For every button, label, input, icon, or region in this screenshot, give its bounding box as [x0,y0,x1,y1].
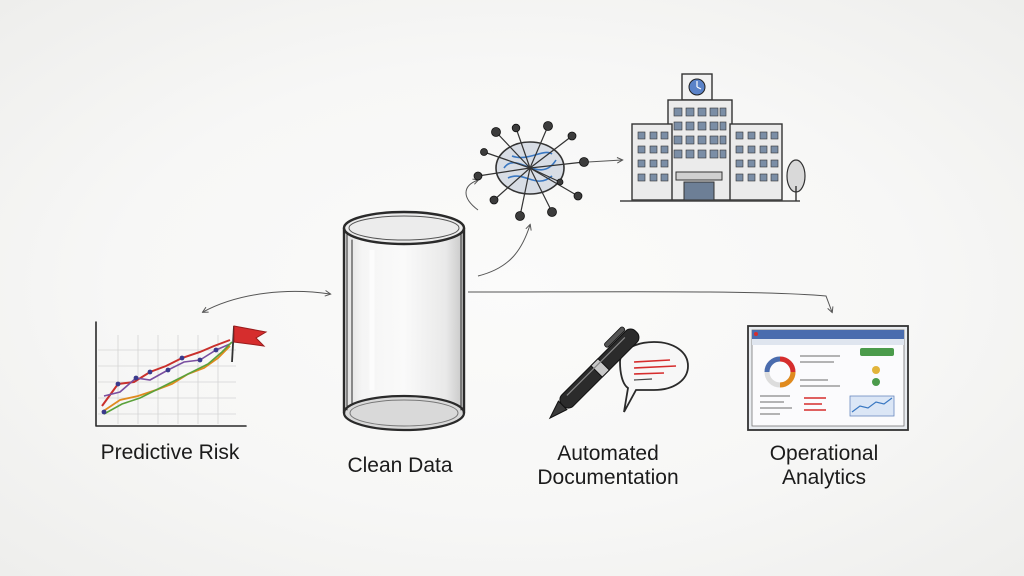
hospital-building-icon [620,73,806,202]
operational-analytics-label-line2: Analytics [781,466,867,489]
line-chart-with-flag-icon [95,321,268,427]
arrow-clean-to-analytics [467,291,832,312]
pen-and-speech-bubble-icon [548,326,689,420]
operational-analytics-label-line1: Operational [769,442,879,465]
arrow-predictive-to-clean [203,291,330,312]
node-predictive-risk: Predictive Risk [90,441,250,465]
neural-network-brain-icon [473,121,589,221]
analytics-dashboard-icon [747,325,909,431]
automated-documentation-label-line1: Automated [557,442,659,465]
arrow-network-to-hospital [587,160,622,162]
node-automated-documentation: Automated Documentation [528,442,688,490]
clean-data-label: Clean Data [347,454,453,477]
connector-arrows [203,160,832,312]
automated-documentation-label-line2: Documentation [537,466,679,489]
node-operational-analytics: Operational Analytics [754,442,894,490]
arrow-clean-to-network [477,225,530,277]
arrow-network-loop [465,180,478,211]
database-cylinder-icon [342,210,466,432]
predictive-risk-label: Predictive Risk [100,441,240,464]
node-clean-data: Clean Data [330,454,470,478]
